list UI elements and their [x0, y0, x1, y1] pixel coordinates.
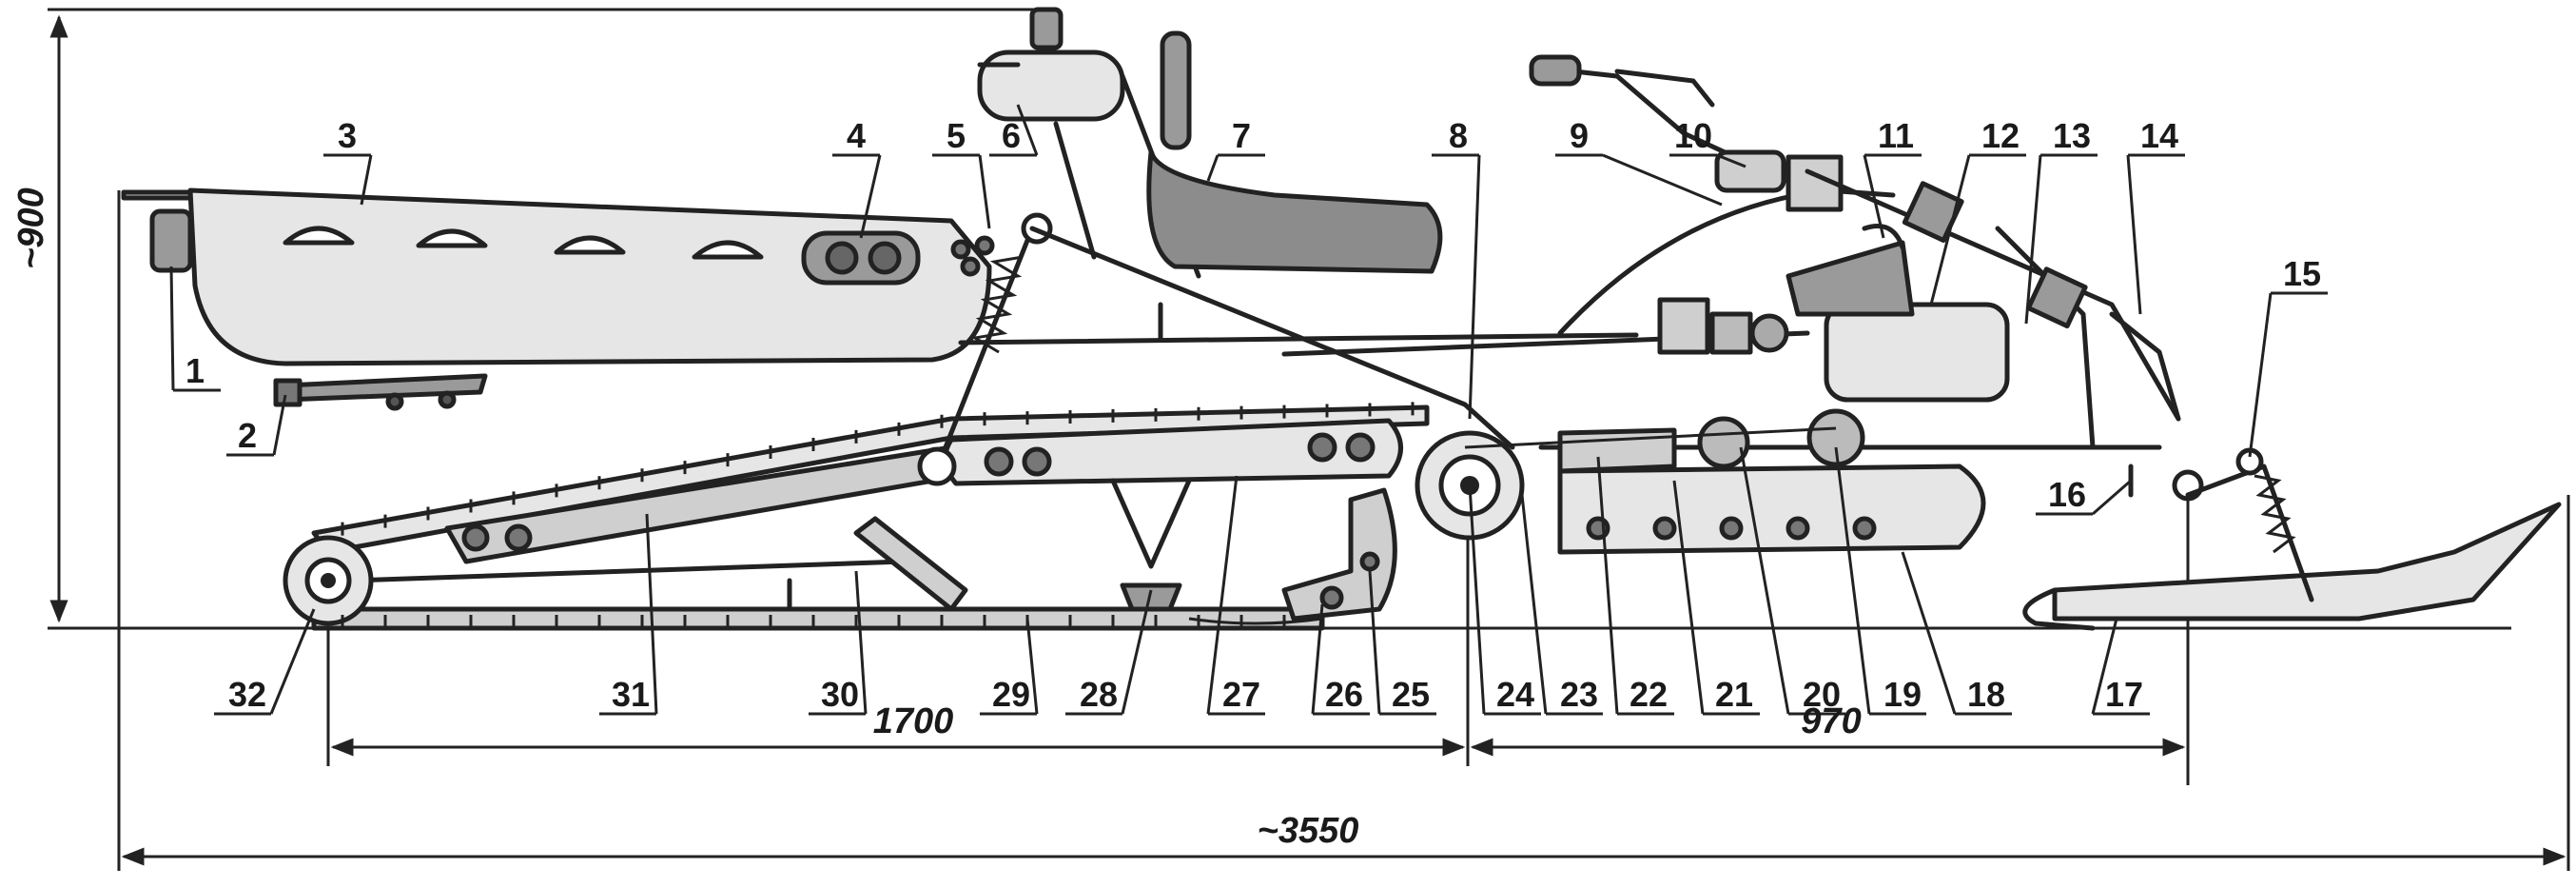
leader-line-13	[2024, 154, 2042, 325]
leader-lines	[169, 104, 2273, 715]
track-length-dimension: 1700	[873, 701, 954, 741]
fuel-tank	[977, 7, 1125, 122]
seat	[1146, 30, 1443, 341]
leader-line-30	[854, 570, 868, 715]
leader-line-28	[1121, 589, 1153, 715]
leader-line-25	[1368, 570, 1381, 715]
leader-line-4	[859, 154, 882, 239]
part-label-32: 32	[228, 675, 266, 714]
cargo-body	[121, 187, 992, 411]
part-label-9: 9	[1570, 116, 1589, 155]
chain-guard	[1188, 487, 1397, 625]
part-label-23: 23	[1560, 675, 1598, 714]
overall-length-dimension: ~3550	[1258, 811, 1359, 851]
part-label-29: 29	[992, 675, 1030, 714]
leader-line-29	[1025, 618, 1039, 715]
part-label-22: 22	[1630, 675, 1668, 714]
part-label-16: 16	[2048, 475, 2086, 514]
leader-line-6	[1016, 104, 1039, 156]
leader-line-3	[360, 154, 373, 206]
leader-line-31	[645, 513, 658, 715]
part-label-6: 6	[1002, 116, 1021, 155]
part-label-18: 18	[1967, 675, 2005, 714]
leader-line-7	[1206, 154, 1220, 182]
part-label-10: 10	[1674, 116, 1712, 155]
rear-shock	[917, 212, 1053, 486]
part-label-17: 17	[2105, 675, 2143, 714]
part-label-31: 31	[612, 675, 650, 714]
part-label-19: 19	[1883, 675, 1922, 714]
leader-line-12	[1929, 154, 1971, 306]
leader-line-16	[2092, 479, 2132, 516]
part-label-4: 4	[847, 116, 866, 155]
part-label-2: 2	[238, 416, 257, 455]
leader-line-18	[1901, 551, 1957, 715]
part-label-13: 13	[2053, 116, 2091, 155]
engine-plate	[1464, 408, 1986, 555]
part-label-28: 28	[1080, 675, 1118, 714]
part-label-3: 3	[338, 116, 357, 155]
leader-line-32	[269, 608, 316, 715]
leader-line-21	[1672, 480, 1705, 715]
front-ski	[2022, 447, 2562, 631]
part-label-12: 12	[1981, 116, 2020, 155]
leader-line-24	[1468, 484, 1486, 715]
part-label-25: 25	[1392, 675, 1430, 714]
leader-line-1	[169, 266, 175, 391]
dimension-texts: ~900 1700 970 ~3550	[11, 187, 1862, 851]
part-label-26: 26	[1325, 675, 1363, 714]
height-dimension: ~900	[11, 187, 51, 269]
leader-line-26	[1311, 603, 1324, 715]
leader-line-2	[272, 394, 287, 456]
leader-line-5	[978, 154, 991, 229]
leader-line-10	[1716, 153, 1747, 168]
ski-base-dimension: 970	[1801, 701, 1861, 741]
leader-line-15	[2248, 292, 2273, 458]
part-label-8: 8	[1449, 116, 1468, 155]
leader-line-9	[1602, 153, 1723, 207]
part-label-30: 30	[821, 675, 859, 714]
leader-line-17	[2091, 618, 2118, 715]
part-label-15: 15	[2283, 254, 2321, 293]
part-label-20: 20	[1803, 675, 1841, 714]
part-label-1: 1	[185, 351, 205, 390]
part-label-7: 7	[1232, 116, 1251, 155]
leader-line-20	[1739, 446, 1790, 715]
leader-line-8	[1468, 154, 1481, 420]
leader-line-22	[1596, 456, 1619, 715]
part-label-27: 27	[1222, 675, 1260, 714]
leader-line-14	[2126, 154, 2142, 315]
leader-line-27	[1206, 475, 1239, 715]
leader-line-23	[1520, 494, 1548, 715]
part-label-14: 14	[2140, 116, 2178, 155]
part-label-21: 21	[1715, 675, 1753, 714]
part-label-24: 24	[1496, 675, 1534, 714]
leader-line-11	[1863, 154, 1885, 239]
part-label-11: 11	[1878, 116, 1914, 155]
part-label-5: 5	[946, 116, 966, 155]
engine	[1657, 224, 2010, 403]
leader-line-19	[1834, 446, 1871, 715]
